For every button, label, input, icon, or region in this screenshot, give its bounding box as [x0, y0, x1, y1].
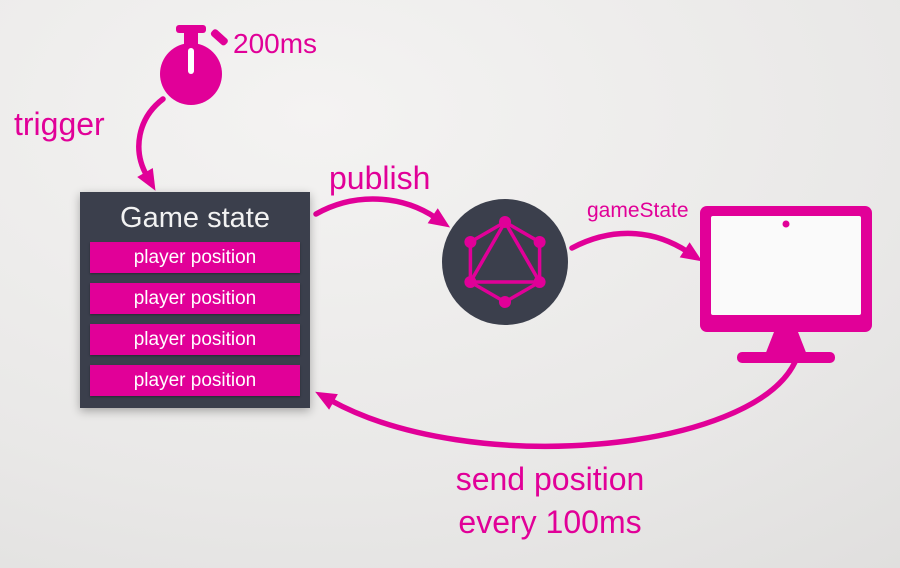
gamestate-event-label: gameState: [587, 199, 689, 222]
feedback-label-line1: send position: [455, 461, 645, 497]
trigger-label: trigger: [14, 106, 105, 142]
publish-arrow: [313, 196, 451, 228]
feedback-label: send position every 100ms: [350, 458, 750, 544]
stopwatch-icon: [160, 25, 228, 105]
player-position-row: player position: [90, 242, 300, 273]
gamestate-box-title: Game state: [120, 202, 270, 234]
gamestate-arrow: [569, 230, 703, 262]
gamestate-rows: player position player position player p…: [80, 242, 310, 396]
trigger-arrow: [136, 96, 166, 191]
graphql-logo: [442, 199, 568, 325]
monitor-icon: [700, 206, 872, 363]
feedback-arrow: [315, 359, 798, 449]
gamestate-box: Game state player position player positi…: [80, 192, 310, 408]
player-position-row: player position: [90, 283, 300, 314]
feedback-label-line2: every 100ms: [458, 504, 642, 541]
player-position-row: player position: [90, 324, 300, 355]
publish-label: publish: [329, 160, 431, 196]
player-position-row: player position: [90, 365, 300, 396]
timer-interval-label: 200ms: [233, 28, 318, 59]
